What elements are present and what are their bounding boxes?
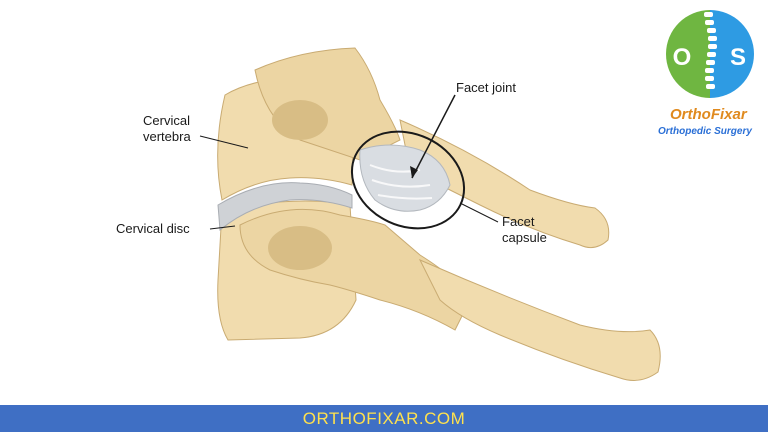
- lower-foramen: [268, 226, 332, 270]
- logo-letter-o: O: [673, 44, 692, 71]
- leader-cervical-disc: [209, 225, 236, 230]
- label-facet-capsule: Facet capsule: [502, 214, 547, 246]
- label-cervical-vertebra-line1: Cervical: [143, 113, 190, 128]
- lower-spinous-process: [418, 258, 661, 381]
- leader-facet-capsule: [459, 202, 499, 223]
- label-cervical-vertebra: Cervical vertebra: [143, 113, 191, 145]
- label-facet-capsule-line2: capsule: [502, 230, 547, 245]
- leader-facet-joint: [411, 94, 456, 179]
- footer-bar: ORTHOFIXAR.COM: [0, 405, 768, 432]
- label-facet-joint: Facet joint: [456, 80, 516, 95]
- cervical-spine-illustration: [199, 47, 661, 381]
- orthofixar-logo: O S OrthoFixar Orthopedic Surgery: [658, 2, 762, 142]
- cervical-disc: [217, 182, 353, 232]
- logo-letter-s: S: [730, 44, 746, 71]
- footer-site-link[interactable]: ORTHOFIXAR.COM: [302, 408, 466, 428]
- logo-brand-name: OrthoFixar: [670, 106, 747, 123]
- label-facet-capsule-line1: Facet: [502, 214, 535, 229]
- label-cervical-disc: Cervical disc: [116, 221, 190, 236]
- logo-emblem: O S: [666, 10, 754, 98]
- leader-cervical-vertebra: [199, 135, 249, 149]
- logo-tagline: Orthopedic Surgery: [658, 126, 752, 137]
- facet-joint-cartilage: [359, 144, 451, 212]
- spine-icon: [704, 12, 717, 89]
- upper-foramen: [272, 100, 328, 140]
- facet-capsule-outline: [350, 130, 466, 230]
- label-cervical-vertebra-line2: vertebra: [143, 129, 191, 144]
- upper-spinous-process: [399, 119, 610, 249]
